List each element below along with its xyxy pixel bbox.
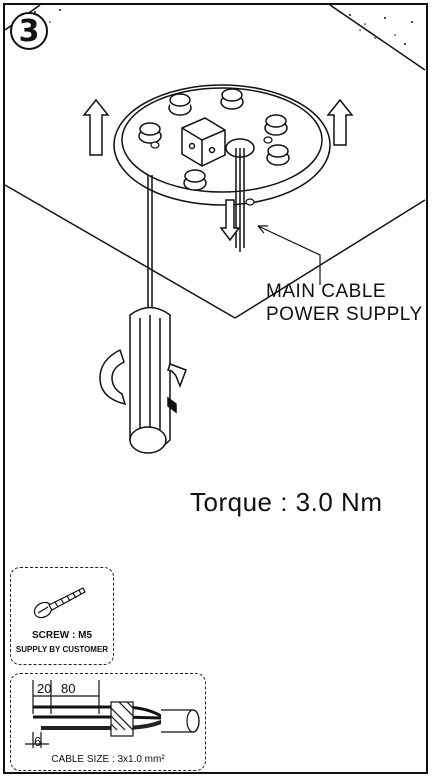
screw-detail-box: SCREW : M5 SUPPLY BY CUSTOMER bbox=[10, 567, 114, 665]
concrete-texture bbox=[17, 9, 413, 45]
dim-strip-20: 20 bbox=[37, 681, 52, 696]
callout-leader bbox=[257, 225, 321, 285]
page-frame bbox=[3, 3, 428, 774]
cable-gland bbox=[110, 701, 134, 737]
cable-strip-diagram bbox=[25, 680, 200, 748]
callout-line-1: MAIN CABLE bbox=[266, 281, 387, 302]
mounting-bosses bbox=[138, 88, 290, 191]
screw-supply-note: SUPPLY BY CUSTOMER bbox=[15, 645, 109, 654]
down-arrow bbox=[219, 199, 241, 242]
cable-size-label: CABLE SIZE : 3x1.0 mm² bbox=[51, 754, 165, 765]
screwdriver bbox=[129, 175, 171, 454]
up-arrow-left bbox=[82, 98, 110, 156]
callout-line-2: POWER SUPPLY bbox=[266, 304, 423, 325]
cable-detail-box: 20 80 6 CABLE SIZE : 3x1.0 mm² bbox=[10, 673, 206, 771]
rotation-arrow bbox=[99, 348, 187, 414]
screw-icon bbox=[33, 587, 86, 619]
mounting-base bbox=[113, 84, 331, 206]
screw-size-label: SCREW : M5 bbox=[32, 630, 92, 641]
step-number-badge: 3 bbox=[10, 12, 48, 50]
up-arrow-right bbox=[326, 98, 354, 146]
torque-spec: Torque : 3.0 Nm bbox=[190, 487, 383, 517]
dim-strip-6: 6 bbox=[34, 734, 42, 749]
dim-strip-80: 80 bbox=[61, 681, 76, 696]
terminal-block bbox=[181, 117, 226, 167]
screw-heads bbox=[150, 136, 273, 206]
main-cable-callout: MAIN CABLE POWER SUPPLY bbox=[266, 280, 423, 326]
